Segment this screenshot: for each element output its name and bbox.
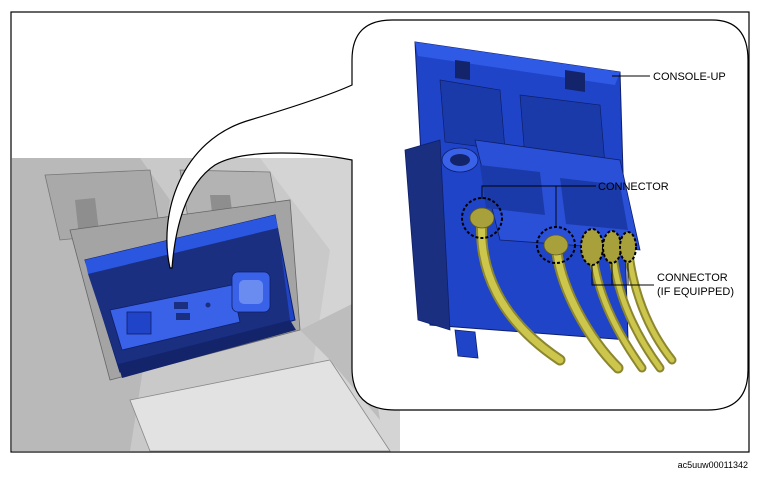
- label-console-up: CONSOLE-UP: [653, 71, 726, 83]
- connector-circle-1: [461, 197, 503, 239]
- connector-circle-4: [602, 230, 622, 264]
- figure-code: ac5uuw00011342: [678, 460, 748, 470]
- label-connector-if-equipped-line1: CONNECTOR: [657, 272, 728, 284]
- console-overview-illustration: [12, 158, 400, 452]
- connector-circle-3: [580, 228, 604, 266]
- connector-circle-5: [619, 231, 637, 263]
- leader-lines: [481, 75, 654, 286]
- console-up-rear-illustration: [404, 41, 641, 359]
- label-connector: CONNECTOR: [598, 181, 669, 193]
- label-connector-if-equipped-line2: (IF EQUIPPED): [657, 286, 734, 298]
